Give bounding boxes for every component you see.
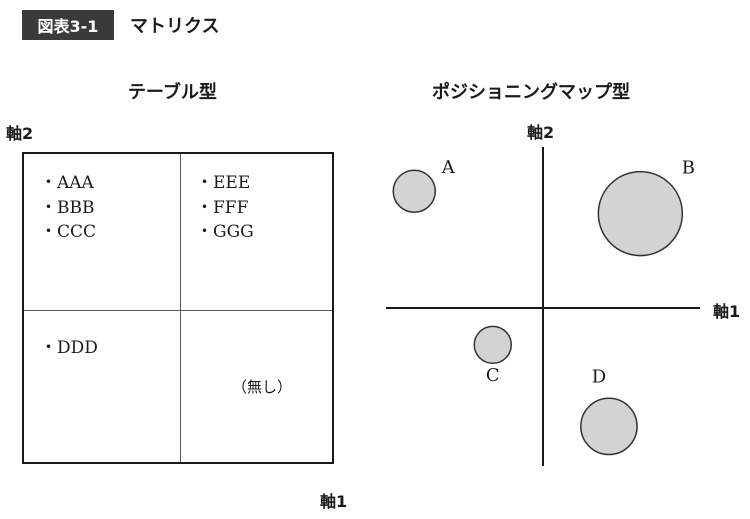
bubble-d <box>580 397 638 456</box>
list-item: FFF <box>196 196 254 221</box>
map-axis1-label: 軸1 <box>713 302 741 321</box>
bubble-label-c: C <box>486 365 500 386</box>
bubble-c <box>473 325 512 365</box>
list-item: DDD <box>40 336 98 361</box>
list-item: CCC <box>40 220 96 245</box>
figure-title: マトリクス <box>130 16 220 37</box>
quadrant-top-left: AAA BBB CCC <box>40 171 96 245</box>
table-type-title: テーブル型 <box>128 82 217 103</box>
table-axis1-label: 軸1 <box>320 492 348 511</box>
map-axis2-label: 軸2 <box>527 123 555 142</box>
quadrant-bottom-left: DDD <box>40 336 98 361</box>
bubble-a <box>392 169 437 213</box>
bubble-label-b: B <box>682 158 695 179</box>
quadrant-bottom-right-note: （無し） <box>232 378 293 396</box>
quadrant-top-right: EEE FFF GGG <box>196 171 254 245</box>
matrix-divider-horizontal <box>24 310 332 311</box>
bubble-label-d: D <box>592 366 606 387</box>
list-item: BBB <box>40 196 96 221</box>
list-item: GGG <box>196 220 254 245</box>
list-item: EEE <box>196 171 254 196</box>
bubble-label-a: A <box>441 157 456 178</box>
bubble-b <box>597 170 684 257</box>
positioning-map-title: ポジショニングマップ型 <box>432 82 630 103</box>
matrix-table: AAA BBB CCC EEE FFF GGG DDD （無し） <box>22 152 334 464</box>
list-item: AAA <box>40 171 96 196</box>
matrix-divider-vertical <box>180 154 181 462</box>
figure-number-badge: 図表3-1 <box>22 10 114 40</box>
table-axis2-label: 軸2 <box>6 124 34 143</box>
